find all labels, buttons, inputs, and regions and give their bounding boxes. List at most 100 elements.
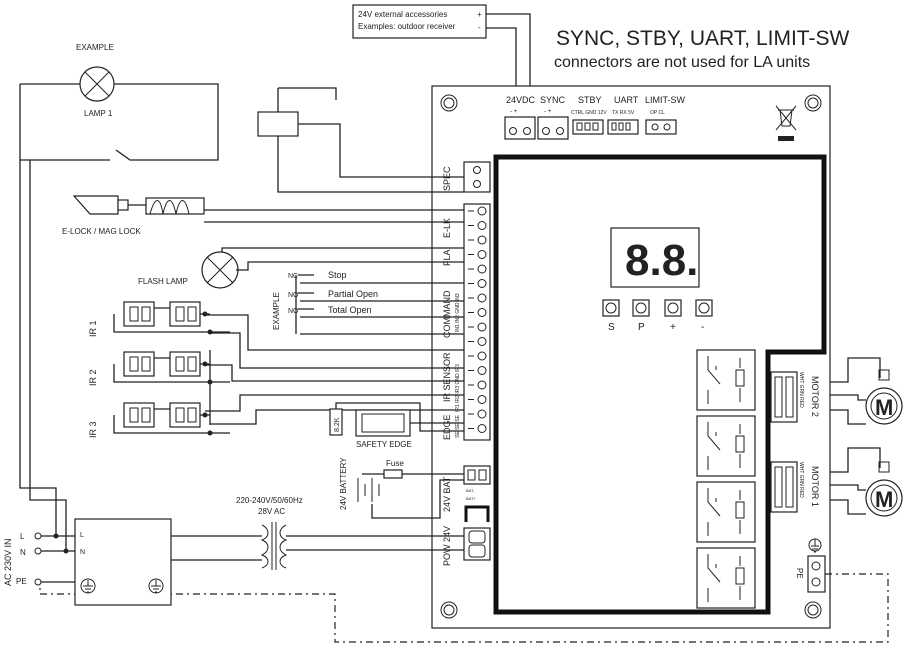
svg-text:24VDC: 24VDC	[506, 95, 536, 105]
terminal-screw	[477, 235, 487, 245]
ir1-label: IR 1	[88, 320, 98, 337]
ir-sensor-3	[113, 402, 230, 436]
terminal-screw	[477, 366, 487, 375]
label-fla: FLA	[442, 249, 452, 266]
svg-text:- +: - +	[544, 109, 552, 115]
transformer-spec: 220-240V/50/60Hz	[236, 496, 303, 505]
ir-wires	[205, 314, 464, 425]
ac-terminals	[34, 532, 69, 586]
svg-text:WHT GRN RED: WHT GRN RED	[798, 462, 804, 498]
example-side-label: EXAMPLE	[272, 292, 281, 330]
relay	[696, 547, 756, 609]
label-elk: E-LK	[442, 218, 452, 238]
transformer-out: 28V AC	[258, 507, 285, 516]
label-command: COMMAND	[442, 290, 452, 338]
edge-wires	[335, 402, 464, 432]
battery-wires	[362, 473, 464, 519]
weee-bin-icon	[775, 105, 797, 141]
top-connector-sync: SYNC - +	[537, 95, 569, 140]
safety-edge: 8.2K	[329, 408, 411, 437]
ext-relay-coil	[257, 111, 299, 137]
box-n-label: N	[80, 549, 85, 556]
label-bat: 24V BAT	[442, 476, 452, 512]
pe-ground-route	[39, 573, 889, 643]
svg-text:STBY: STBY	[578, 95, 602, 105]
label-ir-pins: IR1 IR2 IR3 GND IR3	[455, 364, 461, 412]
lamp-circuit-wires	[20, 83, 464, 193]
terminal-bat: BAT- BAT+	[463, 465, 491, 522]
top-connector-24vdc: 24VDC - +	[504, 95, 536, 140]
svg-text:PE: PE	[795, 568, 804, 579]
relay	[696, 415, 756, 477]
svg-text:- +: - +	[510, 109, 518, 115]
no-label-1: NO	[288, 292, 299, 299]
battery-icon	[357, 478, 380, 502]
ac-wires	[19, 84, 75, 583]
ir2-label: IR 2	[88, 369, 98, 386]
ac-pe-label: PE	[16, 577, 27, 586]
ac-l-label: L	[20, 532, 25, 541]
pow-wires	[170, 535, 464, 561]
top-connector-uart: UART TX RX 5V	[607, 95, 639, 135]
relay-bank	[696, 349, 756, 609]
terminal-screw	[477, 250, 487, 259]
ac-in-label: AC 230V IN	[3, 538, 13, 586]
ir-sensor-1	[113, 301, 230, 335]
terminal-screw	[477, 337, 487, 346]
flash-wires	[221, 247, 464, 271]
motor1: M	[865, 461, 903, 517]
notice-line2: connectors are not used for LA units	[554, 54, 810, 71]
accessory-minus: -	[478, 23, 481, 32]
label-pow: POW 24V	[442, 526, 452, 566]
terminal-pow	[463, 527, 491, 561]
board-button-label: S	[608, 322, 615, 333]
command-wires	[295, 274, 464, 335]
motor2: M	[865, 369, 903, 425]
terminal-screw	[477, 380, 487, 390]
elock-label: E-LOCK / MAG LOCK	[62, 227, 141, 236]
terminal-screw	[477, 351, 487, 361]
partial-open-label: Partial Open	[328, 289, 378, 299]
svg-text:UART: UART	[614, 95, 639, 105]
top-connector-limit-sw: LIMIT-SW OP CL	[645, 95, 686, 135]
ground-icon-1	[80, 578, 96, 594]
board-button-2[interactable]: +	[664, 299, 682, 333]
motor2-connector: WHT GRN RED MOTOR 2	[770, 371, 820, 423]
terminal-screw	[477, 221, 487, 230]
battery-label: 24V BATTERY	[339, 457, 348, 510]
buttons-group: S P +-	[602, 299, 713, 333]
svg-text:BAT+: BAT+	[466, 496, 476, 501]
board-button-3[interactable]: -	[695, 299, 713, 333]
relay	[696, 349, 756, 411]
board-button-1[interactable]: P	[632, 299, 650, 333]
terminal-screw	[477, 409, 487, 419]
ac-n-label: N	[20, 548, 26, 557]
inner-frame	[493, 154, 827, 615]
ground-icon-2	[148, 578, 164, 594]
motor1-wires	[830, 447, 881, 515]
ir3-label: IR 3	[88, 421, 98, 438]
accessory-plus: +	[477, 10, 482, 19]
terminal-screw	[477, 264, 487, 274]
accessory-line2: Examples: outdoor receiver	[358, 22, 456, 31]
ir-sensors	[113, 301, 230, 436]
mounting-holes	[440, 94, 822, 619]
board-button-0[interactable]: S	[602, 299, 620, 333]
svg-text:M: M	[875, 395, 893, 420]
nc-label: NC	[288, 273, 298, 280]
display-value: 8.8.	[625, 236, 698, 285]
power-input-box	[74, 518, 172, 606]
terminal-screw	[477, 322, 487, 332]
elock-wires	[128, 204, 464, 223]
flash-lamp-label: FLASH LAMP	[138, 277, 188, 286]
terminal-screw	[477, 308, 487, 317]
motor2-wires	[830, 357, 881, 425]
accessory-box	[352, 4, 487, 39]
transformer-icon	[260, 522, 288, 570]
svg-text:M: M	[875, 487, 893, 512]
fuse-label: Fuse	[386, 459, 404, 468]
safety-edge-label: SAFETY EDGE	[356, 440, 412, 449]
board-button-label: P	[638, 322, 645, 333]
label-ir-sensor: IR SENSOR	[442, 352, 452, 402]
fuse-icon	[383, 469, 403, 479]
